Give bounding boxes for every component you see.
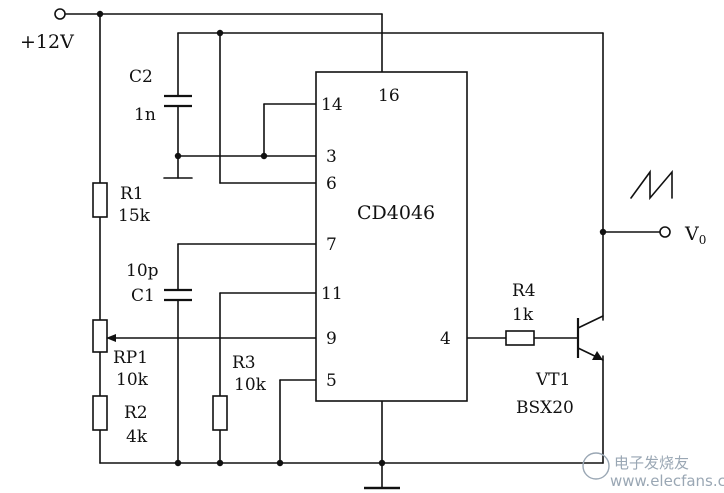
junction-dot [276, 459, 284, 467]
c1-name: C1 [131, 286, 155, 306]
r3-name: R3 [232, 353, 256, 373]
pin-5-label: 5 [326, 371, 337, 391]
rp1-name: RP1 [113, 348, 148, 368]
r4-name: R4 [512, 281, 536, 301]
vt1-value: BSX20 [516, 398, 574, 418]
r1-name: R1 [120, 184, 144, 204]
c1-value: 10p [126, 261, 159, 281]
junction-dot [216, 459, 224, 467]
pin-16-label: 16 [378, 86, 400, 106]
r3-value: 10k [234, 375, 267, 395]
transistor-vt1 [576, 315, 604, 361]
resistor-r4 [505, 330, 535, 346]
vt1-name: VT1 [535, 370, 570, 390]
output-label-sub: 0 [699, 233, 707, 247]
junctions [96, 10, 607, 467]
junction-dot [599, 228, 607, 236]
resistor-r1 [92, 182, 108, 218]
junction-dot [174, 152, 182, 160]
sawtooth-waveform-icon [630, 169, 673, 201]
watermark-text: 电子发烧友 [614, 454, 689, 472]
junction-dot [378, 459, 386, 467]
pin-3-label: 3 [326, 147, 337, 167]
supply-label: +12V [20, 31, 74, 53]
junction-dot [216, 29, 224, 37]
c2-value: 1n [134, 105, 156, 125]
output-label-main: V [684, 223, 699, 245]
resistor-r3 [212, 395, 228, 431]
pin-6-label: 6 [326, 174, 337, 194]
pin-14-label: 14 [321, 95, 343, 115]
junction-dot [260, 152, 268, 160]
pin-7-label: 7 [326, 235, 337, 255]
wires [65, 13, 661, 490]
ic-body [315, 71, 468, 402]
resistor-r2 [92, 395, 108, 431]
watermark-url: www.elecfans.com [610, 472, 724, 490]
r2-value: 4k [126, 427, 148, 447]
pin-11-label: 11 [321, 284, 343, 304]
r1-value: 15k [118, 206, 151, 226]
supply-terminal [54, 8, 66, 20]
capacitor-c2 [164, 94, 192, 108]
rp1-value: 10k [116, 370, 149, 390]
capacitor-c1 [164, 288, 192, 302]
ic-name: CD4046 [357, 202, 435, 224]
r2-name: R2 [124, 403, 148, 423]
junction-dot [174, 459, 182, 467]
watermark-logo-icon [582, 452, 610, 480]
watermark: 电子发烧友 www.elecfans.com [582, 452, 724, 490]
output-terminal [659, 226, 671, 238]
potentiometer-rp1 [92, 319, 116, 353]
pin-9-label: 9 [326, 329, 337, 349]
c2-name: C2 [129, 67, 153, 87]
pin-4-label: 4 [440, 329, 451, 349]
output-label: V0 [684, 223, 706, 247]
r4-value: 1k [512, 305, 534, 325]
junction-dot [96, 10, 104, 18]
